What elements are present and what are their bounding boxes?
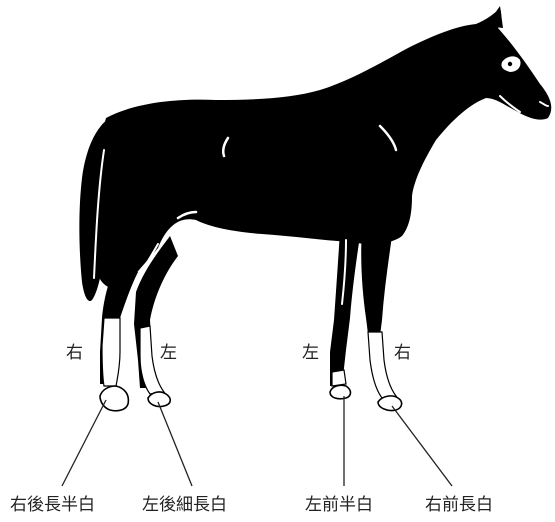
fore-left-hoof — [330, 385, 351, 399]
horse-ear — [486, 6, 503, 28]
label-hind-left-side: 左 — [160, 343, 177, 363]
label-fore-left-marking: 左前半白 — [305, 495, 373, 515]
fore-right-leg — [361, 228, 392, 336]
fore-right-hoof — [378, 396, 402, 411]
leader-line-fore-right — [392, 406, 452, 486]
fore-right-white-marking — [368, 332, 396, 398]
label-hind-left-marking: 左後細長白 — [142, 495, 227, 515]
leader-line-hind-right — [62, 400, 106, 486]
label-fore-left-side: 左 — [302, 343, 319, 363]
label-hind-right-marking: 右後長半白 — [10, 495, 95, 515]
label-hind-right-side: 右 — [66, 343, 83, 363]
leader-line-hind-left — [158, 402, 192, 486]
marking-labels: 右後長半白 左後細長白 左前半白 右前長白 — [10, 495, 493, 515]
fore-left-white-marking — [332, 370, 346, 386]
hind-right-hoof — [100, 386, 128, 411]
leg-markings — [100, 318, 402, 411]
label-fore-right-side: 右 — [394, 343, 411, 363]
hind-right-white-marking — [102, 318, 120, 386]
label-fore-right-marking: 右前長白 — [425, 495, 493, 515]
